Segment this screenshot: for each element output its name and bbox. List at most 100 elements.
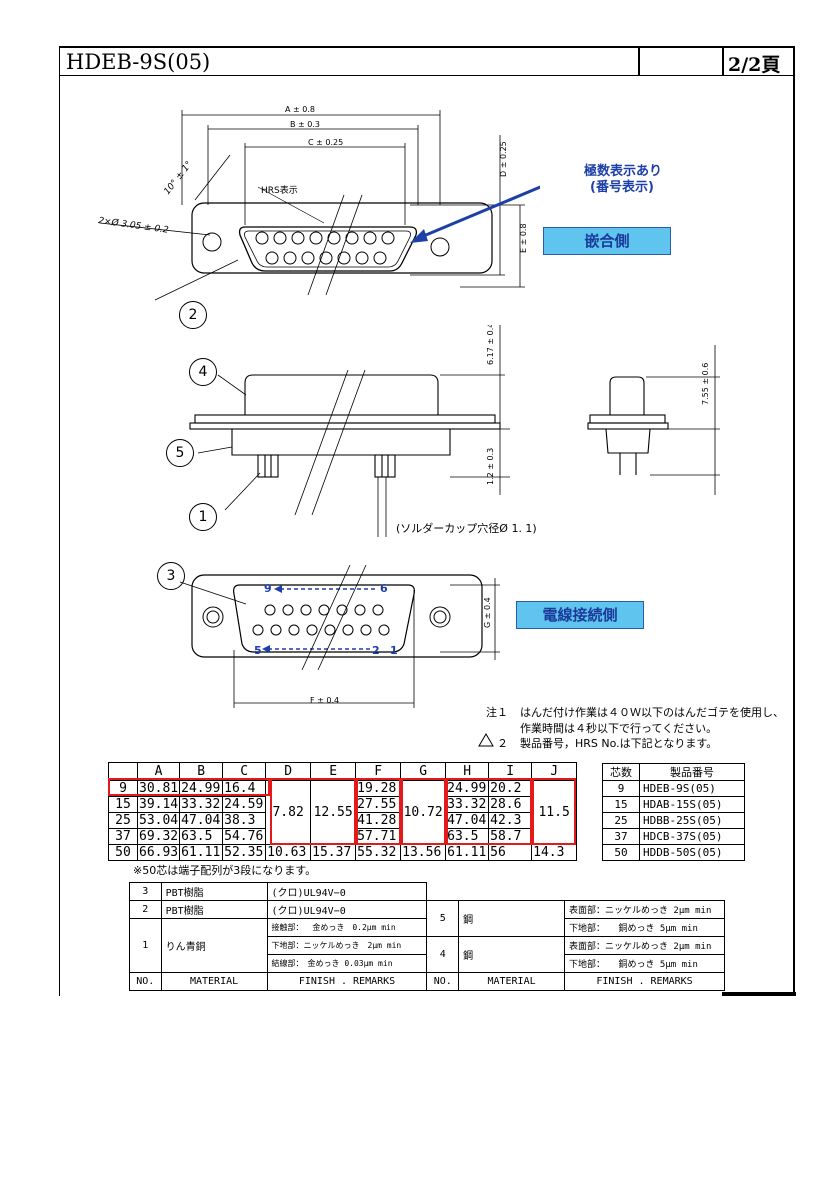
table-header: 製品番号: [639, 763, 745, 781]
table-cell: MATERIAL: [160, 972, 268, 991]
table-cell: 15: [108, 796, 138, 813]
table-header-row: A B C D E F G H I J: [108, 762, 578, 781]
rear-pin-9: 9: [264, 582, 272, 595]
table-cell: NO.: [129, 972, 162, 991]
polarity-note-line2: (番号表示): [590, 180, 654, 195]
table-cell: HDEB-9S(05): [639, 780, 745, 797]
table-cell: 25: [602, 812, 640, 829]
callout-5: 5: [166, 439, 194, 467]
table-cell: PBT樹脂: [160, 900, 268, 919]
table-cell: 47.04: [445, 812, 490, 829]
table-header-row: NO. MATERIAL FINISH . REMARKS NO. MATERI…: [129, 972, 725, 991]
table-cell: りん青銅: [160, 918, 268, 973]
dim-f-label: F ± 0.4: [310, 696, 340, 705]
table-cell: 4: [426, 936, 460, 973]
table-header: J: [531, 762, 578, 781]
table-cell: HDCB-37S(05): [639, 828, 745, 845]
table-cell: 53.04: [136, 812, 181, 829]
table-header: 芯数: [602, 763, 640, 781]
title-row: [59, 46, 795, 76]
callout-2: 2: [179, 301, 207, 329]
table-cell: HDDB-50S(05): [639, 844, 745, 861]
table-cell: 54.76: [222, 828, 267, 845]
table-cell: 15.37: [310, 844, 357, 861]
table-cell: 鋼: [458, 900, 566, 937]
drawing-frame: [59, 46, 795, 996]
table-row: 1 りん青銅 接触部： 金めっき 0.2μm min 下地部： 銅めっき 5μm…: [129, 918, 725, 973]
table-cell: 47.04: [179, 812, 224, 829]
dim-b-label: B ± 0.3: [290, 120, 320, 129]
height-12-label: 1.2 ± 0.3: [486, 448, 495, 485]
table-cell: 2: [129, 900, 162, 919]
dim-g-label: G ± 0.4: [483, 597, 492, 628]
table-cell: 下地部： 銅めっき 5μm min: [564, 918, 725, 937]
wire-side-label: 電線接続側: [516, 601, 644, 629]
table-cell: 下地部：ニッケルめっき 2μm min: [266, 936, 428, 955]
dim-d-label: D ± 0.25: [499, 141, 508, 177]
height-617-label: 6.17 ± 0.4: [486, 325, 495, 365]
table-cell: 20.2: [488, 780, 533, 797]
dim-a-label: A ± 0.8: [285, 105, 315, 114]
table-cell: 52.35: [222, 844, 267, 861]
table-cell: HDBB-25S(05): [639, 812, 745, 829]
note-2-label: ２: [497, 737, 508, 750]
rear-pin-1: 1: [390, 644, 398, 657]
table-cell: [426, 882, 725, 901]
note-2-line: 製品番号，HRS No.は下記となります。: [520, 737, 718, 750]
table-cell: 鋼: [458, 936, 566, 973]
hole-dim-label: 2×Ø 3.05 ± 0.2: [98, 215, 170, 236]
table-cell: 30.81: [136, 780, 181, 797]
table-cell: 3: [129, 882, 162, 901]
note-1-line-1: はんだ付け作業は４０Ｗ以下のはんだゴテを使用し、: [520, 706, 784, 719]
note-1-line-2: 作業時間は４秒以下で行ってください。: [520, 722, 718, 735]
table-cell: 27.55: [355, 796, 402, 813]
callout-1: 1: [189, 503, 217, 531]
revision-triangle-icon: [478, 733, 494, 747]
hrs-mark-label: HRS表示: [261, 184, 298, 196]
table-footnote: ※50芯は端子配列が3段になります。: [133, 864, 317, 877]
table-cell: 50: [108, 844, 138, 861]
table-cell: (クロ)UL94V−0: [266, 882, 428, 901]
table-cell: 39.14: [136, 796, 181, 813]
table-cell: 63.5: [179, 828, 224, 845]
highlight-9pin-row: [108, 778, 270, 796]
callout-4: 4: [189, 358, 217, 386]
table-row: 3 PBT樹脂 (クロ)UL94V−0: [129, 882, 725, 901]
table-cell: 66.93: [136, 844, 181, 861]
frame-bottom-bar: [722, 992, 796, 996]
table-cell: 9: [602, 780, 640, 797]
table-cell: 37: [108, 828, 138, 845]
solder-cup-label: (ソルダーカップ穴径Ø 1. 1): [396, 522, 537, 535]
table-cell: 69.32: [136, 828, 181, 845]
height-755-label: 7.55 ± 0.6: [701, 363, 710, 405]
table-cell: 33.32: [179, 796, 224, 813]
table-cell: 1: [129, 918, 162, 973]
table-cell: 37: [602, 828, 640, 845]
table-cell: 56: [488, 844, 533, 861]
table-cell: 下地部： 銅めっき 5μm min: [564, 954, 725, 973]
rear-pin-2: 2: [372, 644, 380, 657]
highlight-d-e: [270, 778, 356, 845]
top-view-drawing: A ± 0.8 B ± 0.3 C ± 0.25 HRS表示 2×Ø 3.05 …: [98, 105, 540, 301]
table-cell: 25: [108, 812, 138, 829]
table-cell: HDAB-15S(05): [639, 796, 745, 813]
mating-side-label: 嵌合側: [543, 227, 671, 255]
material-table: 3 PBT樹脂 (クロ)UL94V−0 2 PBT樹脂 (クロ)UL94V−0 …: [129, 882, 725, 991]
table-cell: 10.63: [265, 844, 312, 861]
table-cell: PBT樹脂: [160, 882, 268, 901]
table-cell: 11.5: [531, 780, 578, 845]
table-header-row: 芯数 製品番号: [602, 763, 745, 781]
table-cell: 61.11: [445, 844, 490, 861]
table-cell: 50: [602, 844, 640, 861]
table-cell: 14.3: [531, 844, 578, 861]
table-cell: 5: [426, 900, 460, 937]
